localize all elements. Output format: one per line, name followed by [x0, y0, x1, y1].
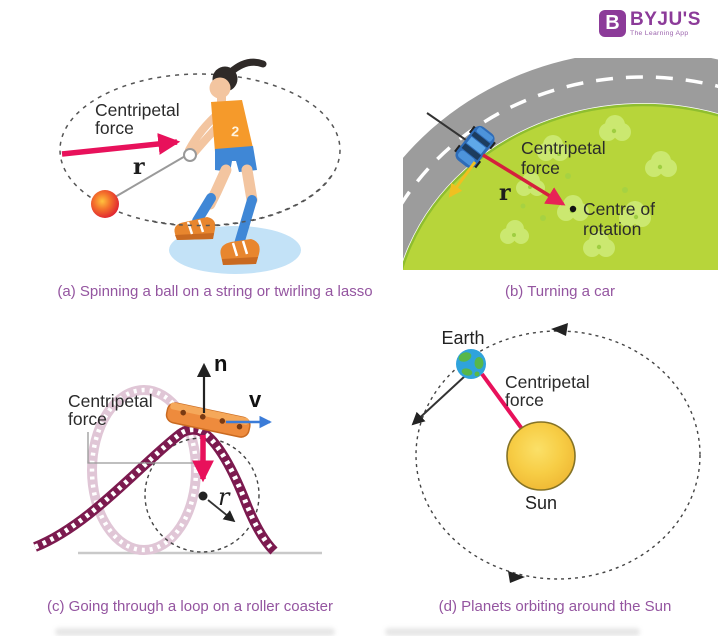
caption-b: (b) Turning a car [504, 283, 616, 300]
car-wheel [454, 144, 462, 154]
radius-label: r [499, 180, 511, 206]
byjus-logo-text: BYJU'S The Learning App [630, 10, 701, 38]
earth [456, 349, 486, 379]
car-hood [458, 150, 475, 166]
string [114, 154, 188, 198]
athlete-neck [217, 94, 226, 103]
circular-path-front-arc [151, 175, 332, 227]
centripetal-force-label-line1: Centripetal [521, 138, 606, 158]
front-shoe-sole [175, 233, 214, 240]
athlete-back-leg [241, 164, 258, 206]
sun-label: Sun [525, 493, 557, 513]
coaster-car [165, 402, 251, 438]
car-windshield [461, 143, 482, 161]
orbit-direction-arrowhead-bottom [508, 571, 525, 583]
bushes [500, 115, 677, 257]
orbit-dashed-path [415, 330, 701, 580]
car-wheel [473, 159, 482, 169]
centripetal-force-label-line1: Centripetal [95, 100, 180, 120]
athlete-tank-top [211, 100, 253, 155]
caption-d: (d) Planets orbiting around the Sun [438, 598, 672, 615]
normal-label: n [214, 351, 227, 376]
car-direction-arrow [448, 161, 477, 198]
front-shoe-stripes [186, 219, 205, 235]
caption-c: (c) Going through a loop on a roller coa… [47, 598, 333, 615]
coaster-track [33, 424, 278, 555]
athlete-front-sock [192, 193, 216, 226]
tangent-velocity-arrow [411, 375, 466, 426]
earth-label: Earth [441, 328, 484, 348]
centripetal-force-label-line1: Centripetal [505, 372, 590, 392]
panel-b-turning-car-illustration: Centripetal force r Centre of rotation [403, 58, 718, 270]
centripetal-force-label-line1: Centripetal [68, 391, 153, 411]
centripetal-force-arrow [61, 133, 181, 157]
back-shoe-sole [222, 257, 258, 265]
byjus-tagline: The Learning App [630, 30, 689, 37]
car-roof [466, 136, 486, 155]
car [454, 125, 496, 169]
centripetal-force-arrow [482, 153, 566, 206]
radius-label: r [133, 154, 145, 180]
car-rear-window [471, 131, 491, 148]
panel-c-roller-coaster-illustration: Centripetal force n v r [33, 351, 322, 555]
panel-d-orbit-illustration: Earth Sun Centripetal force [411, 323, 701, 583]
centripetal-force-label-line2: force [95, 118, 134, 138]
centripetal-force-label-line2: force [505, 390, 544, 410]
centre-of-rotation-label-line2: rotation [583, 219, 641, 239]
athlete-figure: 2 [174, 58, 267, 265]
ball [91, 190, 119, 218]
circle-center-dot [198, 491, 208, 501]
centripetal-force-label-line2: force [68, 409, 107, 429]
grip-handle [183, 148, 197, 162]
caption-a: (a) Spinning a ball on a string or twirl… [57, 283, 373, 300]
cropped-text-smudge [385, 628, 640, 636]
athlete-head [209, 77, 231, 99]
jersey-number: 2 [231, 123, 240, 140]
car-wheel [468, 125, 477, 135]
sun [506, 421, 576, 491]
byjus-logo: B BYJU'S The Learning App [599, 10, 701, 38]
coaster-track-rungs [34, 427, 276, 553]
byjus-brand-name: BYJU'S [630, 9, 701, 30]
back-shoe-stripes [231, 240, 249, 257]
centre-of-rotation-dot [569, 205, 577, 213]
radius-label: r [218, 483, 231, 511]
cropped-text-smudge [55, 628, 335, 636]
velocity-label: v [249, 387, 262, 412]
panel-a-spinning-ball-illustration: 2 Centripetal force r [59, 58, 341, 274]
centripetal-force-label-line2: force [521, 158, 560, 178]
centre-of-rotation-label-line1: Centre of [583, 199, 655, 219]
car-wheel [488, 140, 496, 150]
orbit-direction-arrowhead-top [551, 323, 568, 336]
car-trunk [476, 127, 493, 142]
label-pointer-bracket [87, 432, 198, 464]
road-center-dashed-line [403, 75, 718, 205]
athlete-ponytail [227, 58, 267, 76]
byjus-logo-icon: B [599, 10, 626, 37]
radius-arrow [207, 499, 236, 523]
